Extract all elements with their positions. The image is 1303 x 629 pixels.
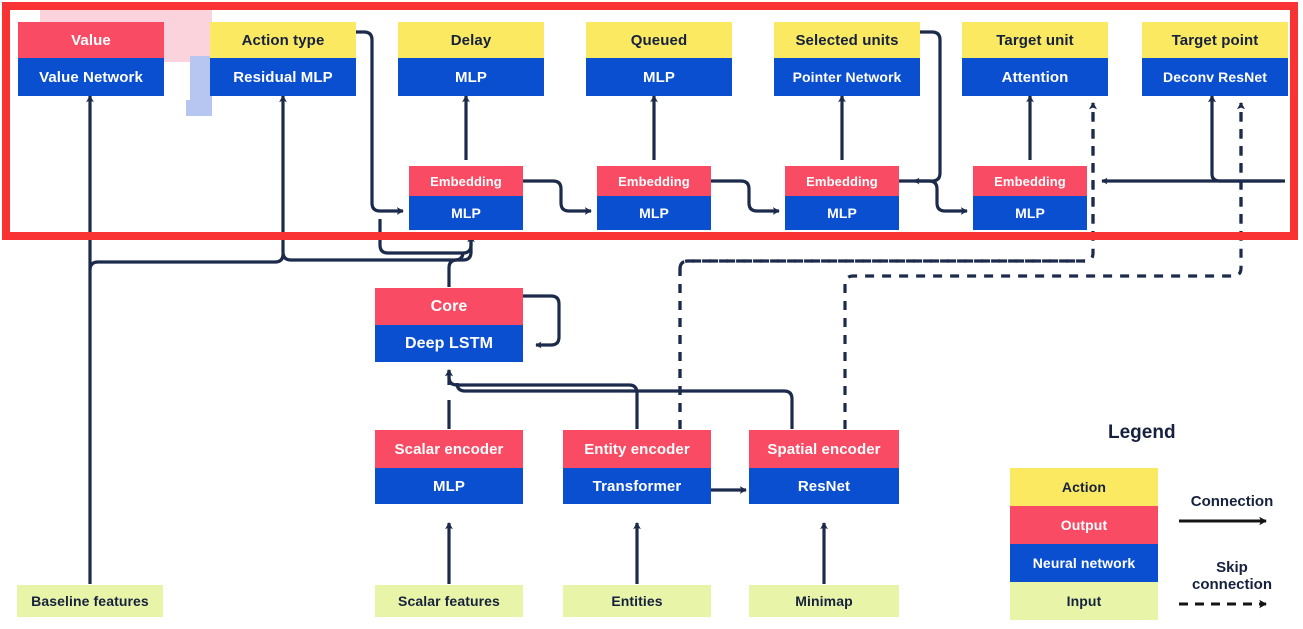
node-target-unit-action: Target unit — [962, 22, 1108, 58]
skip-entity-encoder-to-selected-units — [678, 102, 1097, 429]
node-scalar-encoder-network: MLP — [375, 468, 523, 504]
edge-emb-queued-to-emb-selected-units — [899, 179, 968, 215]
node-entity-encoder-output: Entity encoder — [563, 430, 711, 468]
legend-swatch-action: Action — [1010, 468, 1158, 506]
node-embedding-action-type[interactable]: Embedding MLP — [409, 166, 523, 230]
node-scalar-encoder-output: Scalar encoder — [375, 430, 523, 468]
node-delay-action: Delay — [398, 22, 544, 58]
node-embedding-queued-output: Embedding — [785, 166, 899, 196]
node-scalar-features[interactable]: Scalar features — [375, 585, 523, 617]
legend-swatch-output: Output — [1010, 506, 1158, 544]
edge-selected-units-head-to-emb-selected-units — [913, 30, 942, 185]
node-selected-units-action: Selected units — [774, 22, 920, 58]
edge-spatial-encoder-to-core — [455, 382, 794, 429]
node-minimap-label: Minimap — [749, 585, 899, 617]
node-core-network: Deep LSTM — [375, 325, 523, 362]
edge-rail-corner-target-point — [1210, 173, 1285, 183]
node-selected-units[interactable]: Selected units Pointer Network — [774, 22, 920, 96]
node-embedding-delay[interactable]: Embedding MLP — [597, 166, 711, 230]
node-spatial-encoder[interactable]: Spatial encoder ResNet — [749, 430, 899, 504]
skip-spatial-encoder-to-target-point — [843, 102, 1245, 429]
node-selected-units-network: Pointer Network — [774, 58, 920, 96]
node-embedding-action-type-network: MLP — [409, 196, 523, 230]
node-embedding-selected-units[interactable]: Embedding MLP — [973, 166, 1087, 230]
edge-entity-encoder-skip-leg — [513, 370, 680, 429]
node-target-unit[interactable]: Target unit Attention — [962, 22, 1108, 96]
node-baseline-features-label: Baseline features — [17, 585, 163, 617]
node-entities-label: Entities — [563, 585, 711, 617]
node-embedding-selected-units-network: MLP — [973, 196, 1087, 230]
node-minimap[interactable]: Minimap — [749, 585, 899, 617]
edge-emb-action-type-to-emb-delay — [523, 179, 592, 215]
edge-core-recurrent-loop — [523, 294, 561, 349]
skip-entity-run — [678, 259, 1085, 270]
node-target-point-action: Target point — [1142, 22, 1288, 58]
node-queued[interactable]: Queued MLP — [586, 22, 732, 96]
node-embedding-action-type-output: Embedding — [409, 166, 523, 196]
node-entity-encoder[interactable]: Entity encoder Transformer — [563, 430, 711, 504]
node-spatial-encoder-output: Spatial encoder — [749, 430, 899, 468]
node-value-output: Value — [18, 22, 164, 58]
node-core[interactable]: Core Deep LSTM — [375, 288, 523, 362]
node-action-type-action: Action type — [210, 22, 356, 58]
node-value-network: Value Network — [18, 58, 164, 96]
edge-core-bus-to-baseline-line — [88, 253, 285, 271]
node-embedding-delay-network: MLP — [597, 196, 711, 230]
edge-entity-encoder-to-core — [445, 369, 639, 429]
node-target-unit-network: Attention — [962, 58, 1108, 96]
node-core-output: Core — [375, 288, 523, 325]
node-embedding-selected-units-output: Embedding — [973, 166, 1087, 196]
legend-skip-connection-label: Skip connection — [1191, 559, 1272, 593]
legend-arrows — [1179, 516, 1267, 609]
node-action-type[interactable]: Action type Residual MLP — [210, 22, 356, 96]
node-action-type-network: Residual MLP — [210, 58, 356, 96]
node-embedding-delay-output: Embedding — [597, 166, 711, 196]
edge-action-type-head-to-emb-action-type — [350, 30, 381, 213]
node-target-point[interactable]: Target point Deconv ResNet — [1142, 22, 1288, 96]
node-scalar-encoder[interactable]: Scalar encoder MLP — [375, 430, 523, 504]
node-spatial-encoder-network: ResNet — [749, 468, 899, 504]
legend-swatches: Action Output Neural network Input — [1010, 468, 1158, 620]
node-entity-encoder-network: Transformer — [563, 468, 711, 504]
edge-emb-delay-to-emb-queued — [711, 179, 780, 215]
node-target-point-network: Deconv ResNet — [1142, 58, 1288, 96]
node-queued-action: Queued — [586, 22, 732, 58]
node-baseline-features[interactable]: Baseline features — [17, 585, 163, 617]
node-delay[interactable]: Delay MLP — [398, 22, 544, 96]
node-embedding-queued[interactable]: Embedding MLP — [785, 166, 899, 230]
legend-connection-label: Connection — [1190, 493, 1274, 510]
node-delay-network: MLP — [398, 58, 544, 96]
legend-swatch-neural-network: Neural network — [1010, 544, 1158, 582]
legend-swatch-input: Input — [1010, 582, 1158, 620]
node-embedding-queued-network: MLP — [785, 196, 899, 230]
node-queued-network: MLP — [586, 58, 732, 96]
edge-core-bus-to-first-embedding — [378, 219, 473, 255]
legend-title: Legend — [1108, 422, 1176, 443]
node-scalar-features-label: Scalar features — [375, 585, 523, 617]
node-value[interactable]: Value Value Network — [18, 22, 164, 96]
node-entities[interactable]: Entities — [563, 585, 711, 617]
